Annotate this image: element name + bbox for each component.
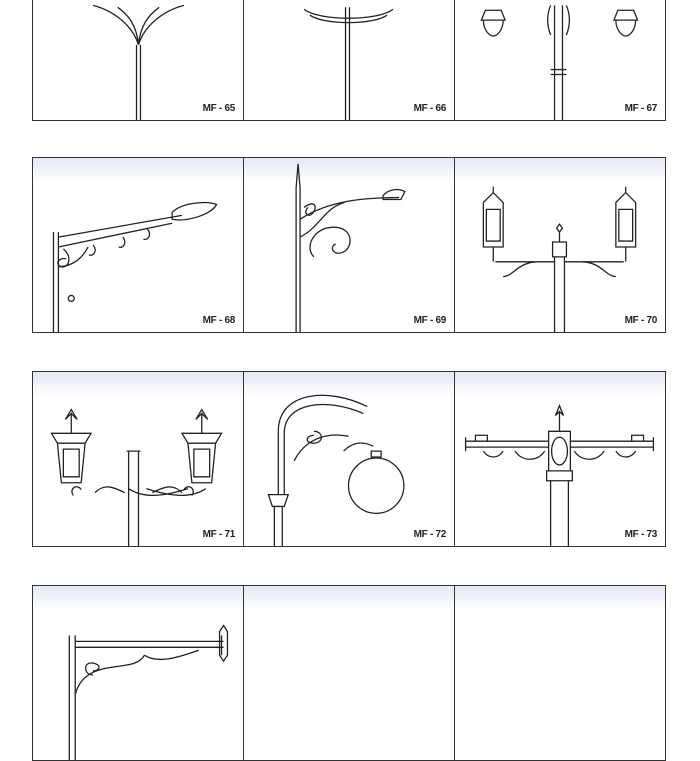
product-cell-mf66[interactable]: MF - 66 — [244, 0, 455, 120]
product-cell-mf70[interactable]: MF - 70 — [455, 158, 665, 332]
catalog-row-2: MF - 68 MF - 69 MF - 70 — [32, 157, 666, 333]
lamp-post-illustration — [464, 403, 655, 546]
catalog-row-4 — [32, 585, 666, 761]
lamp-post-illustration — [52, 201, 218, 332]
lamp-post-illustration — [92, 4, 185, 120]
model-label: MF - 69 — [413, 315, 447, 326]
lamp-post-illustration — [482, 186, 637, 332]
lamp-post-illustration — [480, 5, 639, 120]
lamp-post-illustration — [68, 624, 229, 760]
lamp-post-illustration — [267, 394, 405, 546]
product-cell-mf65[interactable]: MF - 65 — [33, 0, 244, 120]
model-label: MF - 72 — [413, 529, 447, 540]
product-cell-mf72[interactable]: MF - 72 — [244, 372, 455, 546]
model-label: MF - 73 — [624, 529, 658, 540]
lamp-post-illustration — [50, 408, 223, 546]
lamp-post-illustration — [295, 163, 406, 332]
product-cell-mf68[interactable]: MF - 68 — [33, 158, 244, 332]
product-cell-bracket[interactable] — [33, 586, 244, 760]
empty-cell — [244, 586, 455, 760]
product-cell-mf69[interactable]: MF - 69 — [244, 158, 455, 332]
model-label: MF - 67 — [624, 103, 658, 114]
model-label: MF - 65 — [202, 103, 236, 114]
model-label: MF - 70 — [624, 315, 658, 326]
empty-cell — [455, 586, 665, 760]
model-label: MF - 71 — [202, 529, 236, 540]
product-cell-mf71[interactable]: MF - 71 — [33, 372, 244, 546]
product-cell-mf73[interactable]: MF - 73 — [455, 372, 665, 546]
catalog-row-1: MF - 65 MF - 66 MF - 67 — [32, 0, 666, 121]
model-label: MF - 66 — [413, 103, 447, 114]
product-cell-mf67[interactable]: MF - 67 — [455, 0, 665, 120]
catalog-row-3: MF - 71 MF - 72 MF - 73 — [32, 371, 666, 547]
model-label: MF - 68 — [202, 315, 236, 326]
lamp-post-illustration — [303, 7, 394, 120]
